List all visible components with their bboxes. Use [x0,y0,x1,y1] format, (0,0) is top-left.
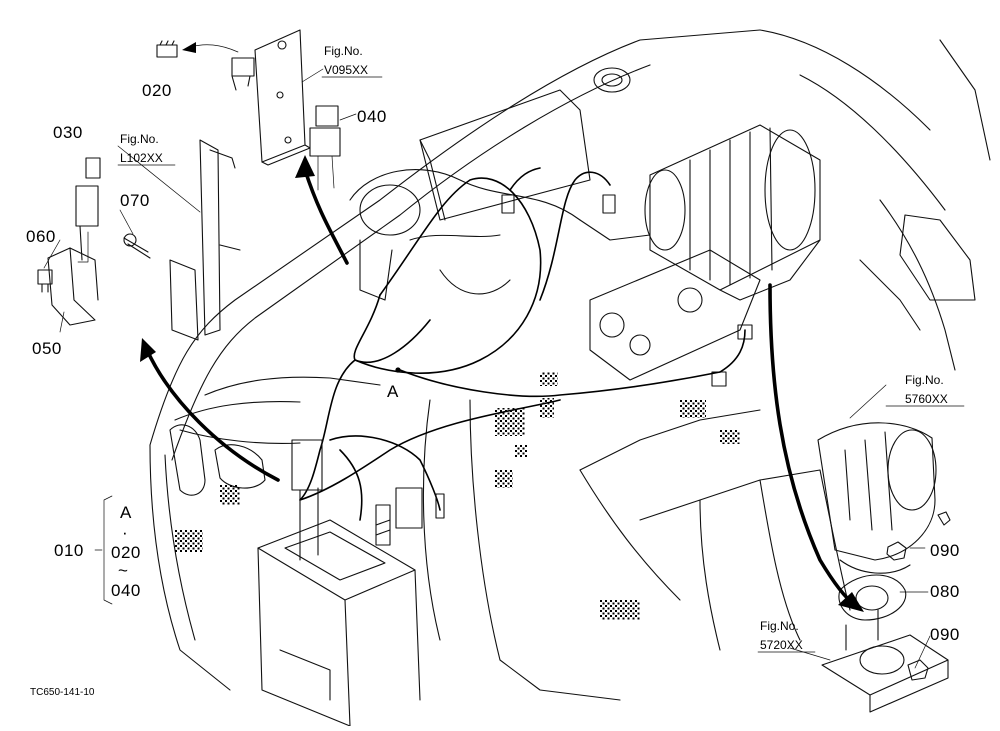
kit-to: 040 [111,581,141,600]
figure-ref-code: 5760XX [905,392,948,406]
figure-ref-title: Fig.No. [905,373,944,387]
tractor-hood-outline [149,29,991,701]
figure-ref-code: V095XX [324,63,368,77]
exhaust-pipe [817,422,951,713]
label-part-020: 020 [142,81,172,100]
label-part-060: 060 [26,227,56,246]
kit-range-mark: ~ [118,561,128,580]
drawing-code: TC650-141-10 [30,687,95,698]
label-part-090-lower: 090 [930,625,960,644]
fuse-bracket-l102 [37,139,241,341]
relay-bracket-v095 [156,29,311,166]
engine-assembly [349,67,821,387]
label-part-080: 080 [930,582,960,601]
kit-from: 020 [111,543,141,562]
stippled-texture [175,372,740,620]
label-part-040: 040 [357,107,387,126]
figure-ref-l102[interactable]: Fig.No. L102XX [117,132,176,166]
figure-ref-code: 5720XX [760,638,803,652]
kit-group: A · 020 ~ 040 [103,495,141,605]
leader-lines [43,68,931,669]
label-view-a: A [387,382,399,401]
kit-separator: · [122,523,128,542]
wiring-harness [299,167,746,521]
figure-ref-title: Fig.No. [120,132,159,146]
figure-ref-5720[interactable]: Fig.No. 5720XX [757,619,816,653]
label-part-030: 030 [53,123,83,142]
battery [257,439,445,727]
kit-view-a: A [120,503,132,522]
label-part-090-upper: 090 [930,541,960,560]
figure-ref-title: Fig.No. [324,44,363,58]
label-part-010: 010 [54,541,84,560]
label-part-050: 050 [32,339,62,358]
figure-ref-v095[interactable]: Fig.No. V095XX [321,44,383,78]
relay-040 [309,105,341,191]
figure-ref-code: L102XX [120,151,163,165]
figure-ref-title: Fig.No. [760,619,799,633]
label-part-070: 070 [120,191,150,210]
assembly-arrows [140,42,864,612]
figure-ref-5760[interactable]: Fig.No. 5760XX [885,373,965,407]
